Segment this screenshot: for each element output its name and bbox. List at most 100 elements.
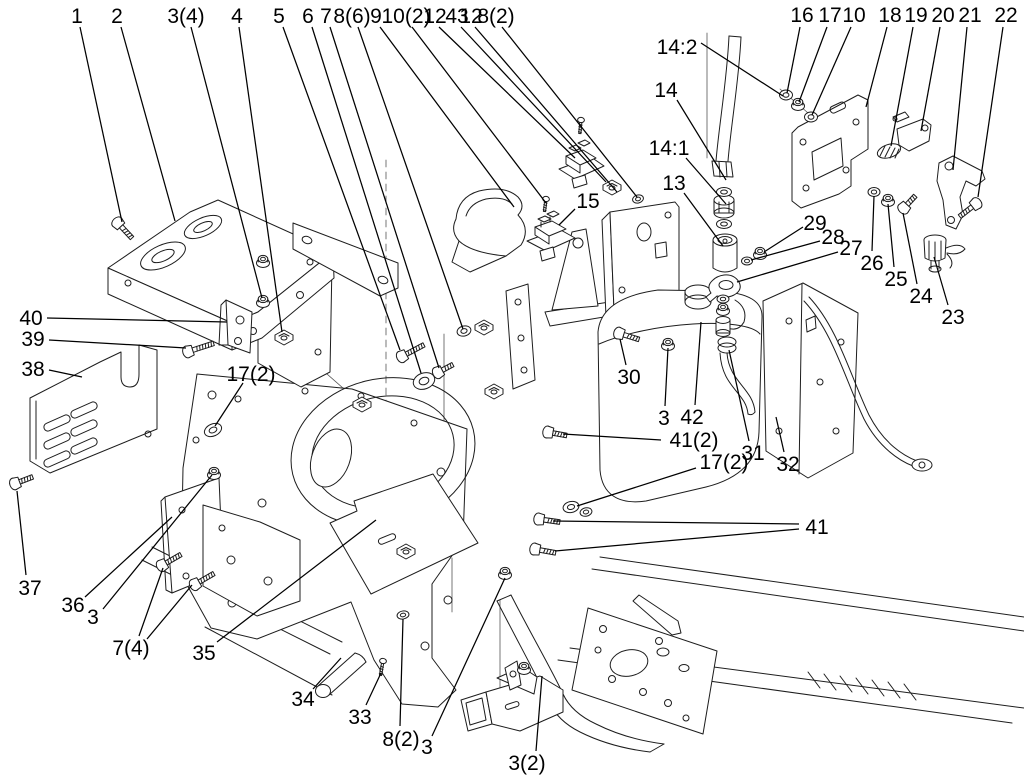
callout-3: 3 <box>87 474 213 629</box>
callout-label: 6 <box>302 5 314 28</box>
leader-line <box>399 618 404 727</box>
leader-line <box>282 26 401 351</box>
callout-label: 34 <box>291 688 315 711</box>
callout-label: 2 <box>111 5 123 28</box>
leader-line <box>460 26 607 183</box>
leader-line <box>619 338 627 366</box>
callout-label: 32 <box>776 453 799 476</box>
part-gear-cover-plate <box>329 473 479 595</box>
leader-line <box>664 347 669 407</box>
callout-label: 12 <box>423 5 446 28</box>
callout-36: 36 <box>61 516 173 617</box>
callout-label: 14:1 <box>649 137 690 160</box>
callout-label: 8(2) <box>382 728 419 751</box>
part-upper-bar <box>292 222 399 297</box>
callout-42: 42 <box>680 321 704 429</box>
fastener-washer <box>741 256 753 266</box>
callout-label: 14:2 <box>657 36 698 59</box>
callout-label: 10 <box>842 4 865 27</box>
leader-line <box>902 212 918 285</box>
leader-line <box>379 26 515 208</box>
part-right-panel <box>762 282 933 479</box>
fastener-washer <box>632 194 644 204</box>
callout-37: 37 <box>16 490 42 600</box>
leader-line <box>558 208 576 226</box>
fastener-washer <box>716 219 732 229</box>
leader-line <box>216 519 377 643</box>
fastener-bolt <box>542 425 568 439</box>
leader-line <box>48 339 187 349</box>
leader-line <box>214 382 244 427</box>
callout-32: 32 <box>775 416 800 476</box>
leader-line <box>676 99 727 181</box>
leader-line <box>887 203 895 268</box>
callout-label: 35 <box>192 642 215 665</box>
callout-label: 33 <box>348 706 371 729</box>
part-latch-bracket <box>791 94 869 209</box>
callout-17-2-: 17(2) <box>576 451 749 507</box>
fastener-nut <box>256 254 270 268</box>
fastener-washer <box>562 500 580 514</box>
part-hydraulic-hose <box>705 35 742 337</box>
callout-38: 38 <box>21 358 83 381</box>
fastener-bolt <box>395 342 426 364</box>
callout-label: 43 <box>445 5 468 28</box>
leader-line <box>102 474 213 610</box>
leader-line <box>46 317 228 323</box>
callout-16: 16 <box>786 4 814 94</box>
leader-line <box>576 467 697 507</box>
leader-line <box>865 26 888 108</box>
callout-label: 10(2) <box>381 5 430 28</box>
callout-label: 38 <box>21 358 44 381</box>
part-tube <box>315 652 367 698</box>
callout-33: 33 <box>348 672 382 729</box>
callout-20: 20 <box>920 4 955 132</box>
part-switch-15 <box>526 210 576 262</box>
callout-7: 7 <box>320 5 440 369</box>
leader-line <box>535 675 543 752</box>
fastener-clip-nut <box>474 319 494 336</box>
part-tow-bracket <box>460 660 564 732</box>
callout-label: 37 <box>18 577 41 600</box>
fastener-washer <box>716 294 730 304</box>
callout-label: 3(4) <box>167 5 204 28</box>
leader-line <box>84 516 173 598</box>
callout-label: 29 <box>803 212 826 235</box>
leader-line <box>871 195 875 252</box>
fastener-washer <box>412 372 436 390</box>
leader-line <box>48 369 83 378</box>
fastener-bolt <box>188 571 216 592</box>
callout-label: 17(2) <box>699 451 748 474</box>
part-latch-lever <box>892 111 932 152</box>
leader-line <box>79 26 123 223</box>
callout-9: 9 <box>370 5 515 208</box>
fastener-clip-nut <box>352 396 372 413</box>
fastener-washer <box>579 507 593 517</box>
fastener-nut <box>881 193 895 207</box>
leader-line <box>728 349 750 442</box>
callout-label: 21 <box>958 4 981 27</box>
leader-line <box>811 26 852 116</box>
callout-label: 7(4) <box>112 637 149 660</box>
callout-label: 15 <box>576 190 599 213</box>
fastener-washer <box>867 187 881 197</box>
leader-line <box>552 520 800 525</box>
fastener-nut <box>517 661 531 675</box>
fastener-bolt <box>111 216 135 241</box>
leader-line <box>554 528 800 552</box>
callout-12: 12 <box>459 5 618 193</box>
fastener-nut <box>716 302 730 316</box>
callout-1: 1 <box>71 5 123 223</box>
leader-line <box>138 567 164 637</box>
callout-label: 22 <box>994 4 1017 27</box>
callout-14-1: 14:1 <box>649 137 727 205</box>
fastener-nut <box>256 294 270 308</box>
leader-line <box>694 321 702 406</box>
callout-label: 40 <box>19 307 42 330</box>
leader-line <box>190 26 263 299</box>
leader-line <box>920 26 941 132</box>
callout-label: 18 <box>878 4 901 27</box>
fastener-washer <box>779 89 793 101</box>
